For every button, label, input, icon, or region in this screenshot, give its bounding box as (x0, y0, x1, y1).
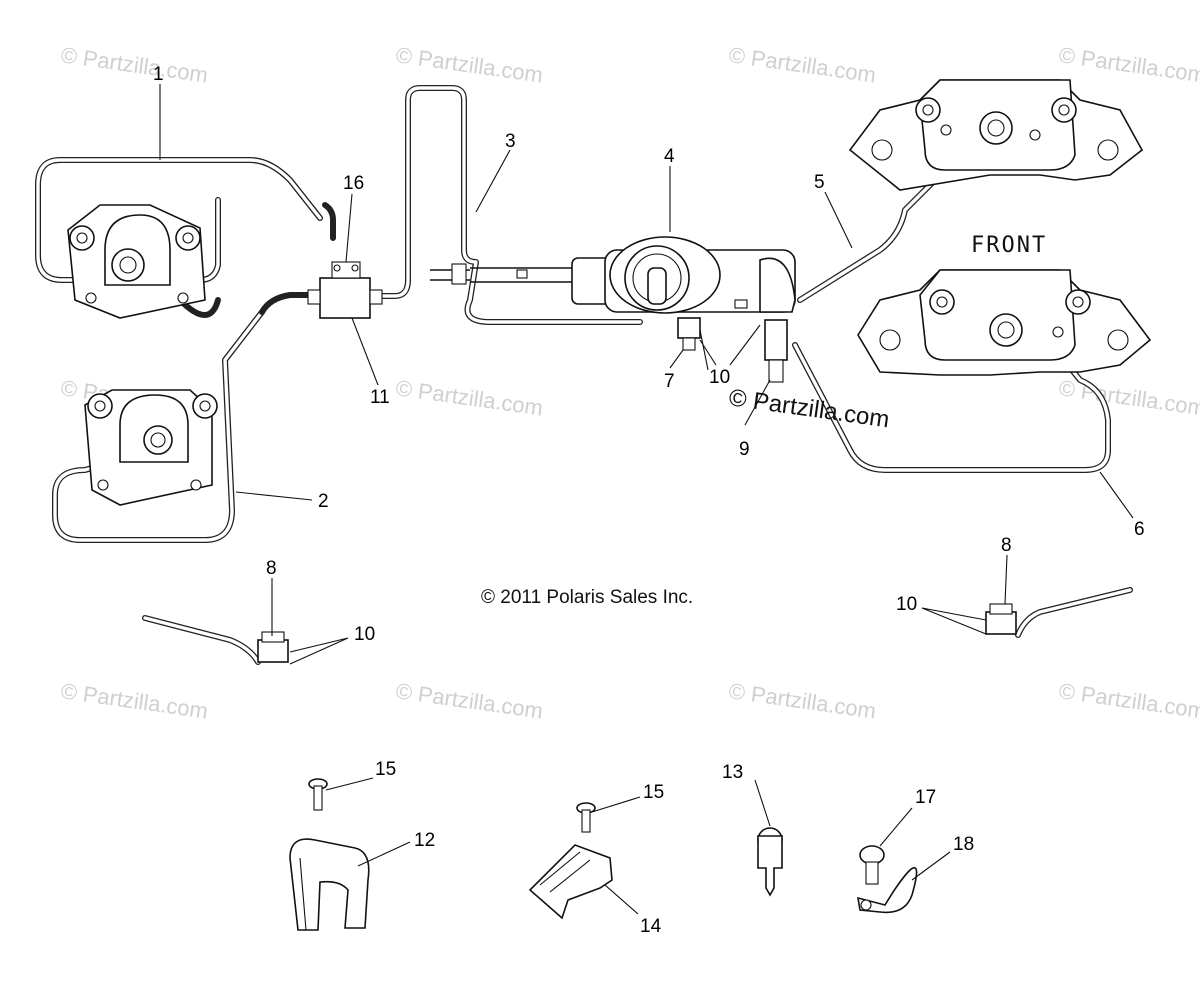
callout-15: 15 (643, 782, 664, 803)
watermark: © Partzilla.com (394, 678, 544, 723)
callout-11: 11 (370, 387, 390, 408)
callout-9: 9 (739, 439, 750, 460)
callout-16: 16 (343, 173, 364, 194)
callout-17: 17 (915, 787, 936, 808)
screw-17 (859, 845, 885, 885)
watermark: © Partzilla.com (1057, 42, 1200, 87)
watermark: © Partzilla.com (394, 42, 544, 87)
master-cylinder (430, 236, 796, 314)
callout-3: 3 (505, 131, 516, 152)
center-watermark: © Partzilla.com (727, 384, 891, 433)
screw-15-right (576, 802, 596, 833)
callout-6: 6 (1134, 519, 1145, 540)
clamp-12 (289, 838, 370, 931)
callout-10: 10 (709, 367, 730, 388)
callout-1: 1 (153, 64, 164, 85)
brake-switch-9 (764, 319, 788, 383)
callout-2: 2 (318, 491, 329, 512)
callout-4: 4 (664, 146, 675, 167)
front-lower-caliper (857, 269, 1152, 376)
copyright-notice: © 2011 Polaris Sales Inc. (481, 587, 693, 608)
watermark: © Partzilla.com (59, 678, 209, 723)
callout-10: 10 (354, 624, 375, 645)
fastener-13 (757, 827, 783, 897)
rear-left-upper-caliper (67, 204, 206, 319)
callout-7: 7 (664, 371, 675, 392)
leader-lines (159, 84, 1134, 915)
banjo-hose-end-right (985, 587, 1133, 638)
watermark: © Partzilla.com (394, 375, 544, 420)
banjo-hose-end-left (142, 615, 289, 665)
watermark: © Partzilla.com (1057, 678, 1200, 723)
distribution-block (307, 261, 383, 319)
watermark: © Partzilla.com (727, 42, 877, 87)
clip-14 (528, 844, 613, 920)
callout-12: 12 (414, 830, 435, 851)
callout-8: 8 (266, 558, 277, 579)
brake-line-3 (367, 85, 643, 325)
callout-10: 10 (896, 594, 917, 615)
callout-8: 8 (1001, 535, 1012, 556)
screw-15-left (308, 778, 328, 811)
callout-labels: 1 2 3 4 5 6 7 8 8 9 10 10 10 11 12 13 14… (153, 64, 1145, 937)
callout-14: 14 (640, 916, 662, 937)
brake-line-6 (792, 327, 1111, 473)
callout-18: 18 (953, 834, 974, 855)
front-label: FRONT (971, 233, 1047, 258)
callout-15: 15 (375, 759, 396, 780)
hose-fitting-7 (677, 317, 701, 351)
brake-line-5 (797, 125, 993, 303)
p-clamp-18 (857, 867, 918, 914)
rear-left-lower-caliper (84, 389, 218, 506)
watermark: © Partzilla.com (727, 678, 877, 723)
watermark: © Partzilla.com (59, 42, 209, 87)
front-upper-caliper (848, 79, 1144, 191)
callout-13: 13 (722, 762, 743, 783)
callout-5: 5 (814, 172, 825, 193)
brake-line-left-upper (259, 202, 336, 315)
brake-line-2 (52, 309, 265, 543)
